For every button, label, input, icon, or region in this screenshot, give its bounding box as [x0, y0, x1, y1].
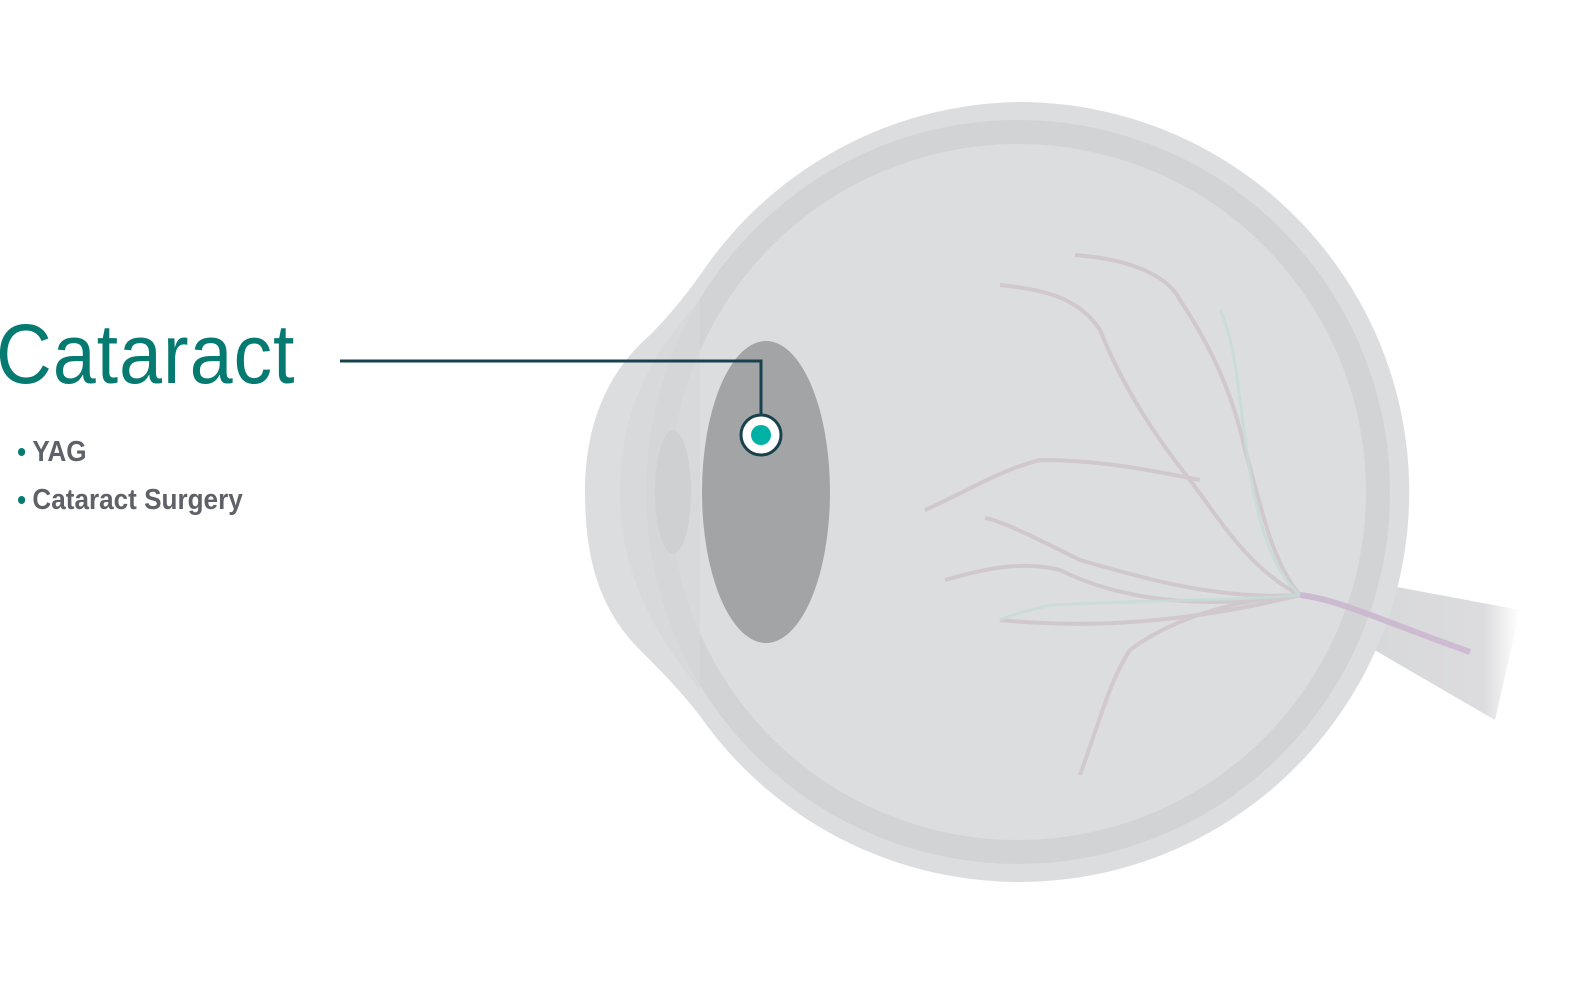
leader-line [340, 359, 763, 416]
location-marker[interactable] [739, 413, 783, 457]
treatment-list: YAG Cataract Surgery [18, 428, 268, 524]
treatment-item: YAG [18, 428, 243, 476]
retinal-vessels [924, 253, 1472, 776]
treatment-item: Cataract Surgery [18, 476, 243, 524]
bullet-icon [18, 448, 26, 456]
bullet-icon [18, 496, 26, 504]
eyeball [585, 101, 1410, 882]
lens [702, 341, 830, 643]
condition-title: Cataract [0, 307, 296, 401]
iris [655, 430, 691, 554]
